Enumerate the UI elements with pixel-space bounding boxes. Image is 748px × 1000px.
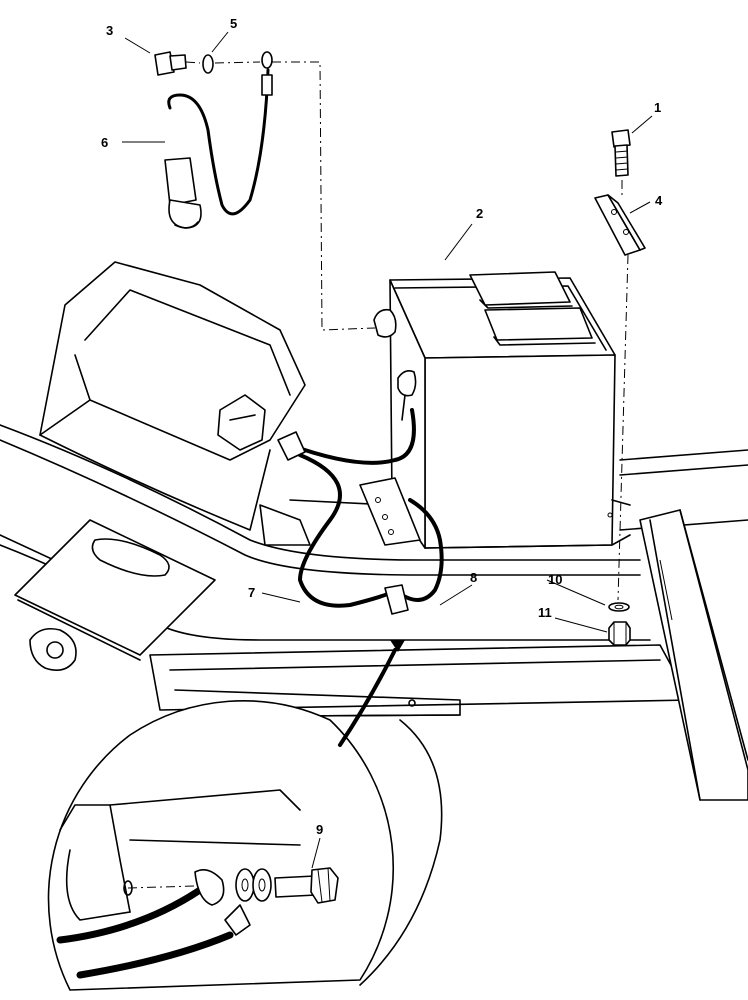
- seat-cover: [39, 261, 391, 546]
- callout-1: 1: [654, 100, 661, 115]
- assembly-line-6-battery: [272, 61, 376, 331]
- callout-6: 6: [101, 135, 108, 150]
- battery-cables: [277, 408, 444, 615]
- battery: [373, 271, 631, 549]
- footrest-plate: [14, 519, 216, 661]
- callout-8: 8: [470, 570, 477, 585]
- callout-10: 10: [548, 572, 562, 587]
- washer-5: [202, 54, 214, 74]
- assembly-line-4-nut: [617, 254, 629, 601]
- assembly-line-5-6: [214, 61, 261, 64]
- callout-7: 7: [248, 585, 255, 600]
- callout-2: 2: [476, 206, 483, 221]
- callout-labels: 3 5 6 1 4 2 7 8 10 11 9: [101, 16, 663, 837]
- side-rail: [639, 509, 748, 801]
- detail-arrow: [390, 640, 405, 652]
- bracket-4: [594, 194, 646, 256]
- leader-lines: [122, 31, 653, 869]
- callout-9: 9: [316, 822, 323, 837]
- callout-5: 5: [230, 16, 237, 31]
- callout-3: 3: [106, 23, 113, 38]
- nut-11: [608, 621, 631, 646]
- ground-cable-assembly: [164, 51, 273, 229]
- callout-4: 4: [655, 193, 663, 208]
- ground-detail-circle: [47, 648, 443, 991]
- battery-mount: [359, 477, 421, 546]
- bolt-1: [611, 129, 631, 177]
- bolt-3: [154, 51, 187, 76]
- callout-11: 11: [538, 605, 552, 620]
- assembly-line-3-5: [185, 61, 201, 64]
- washer-10: [608, 602, 630, 612]
